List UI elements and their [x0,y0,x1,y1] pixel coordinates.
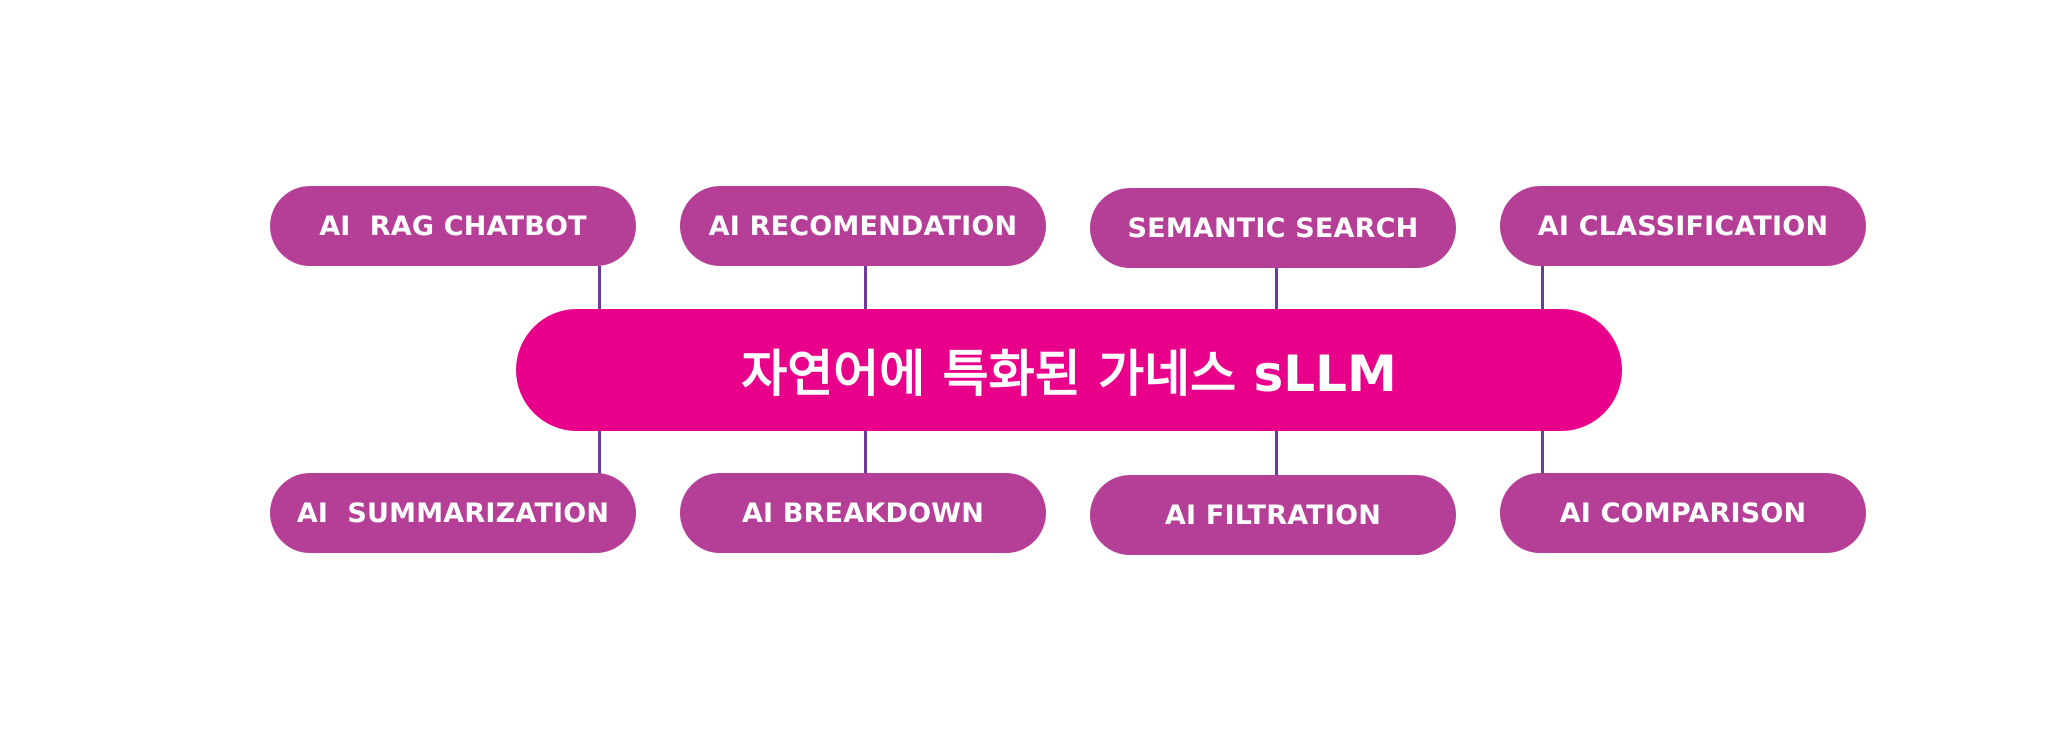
connector-top-1 [598,266,601,312]
connector-top-2 [864,266,867,312]
connector-bottom-1 [598,428,601,474]
connector-top-4 [1541,266,1544,312]
connector-bottom-3 [1275,428,1278,476]
node-ai-summarization: AI SUMMARIZATION [270,473,636,553]
connector-bottom-4 [1541,428,1544,474]
node-semantic-search: SEMANTIC SEARCH [1090,188,1456,268]
connector-bottom-2 [864,428,867,474]
node-ai-filtration: AI FILTRATION [1090,475,1456,555]
node-ai-breakdown: AI BREAKDOWN [680,473,1046,553]
node-ai-rag-chatbot: AI RAG CHATBOT [270,186,636,266]
node-ai-comparison: AI COMPARISON [1500,473,1866,553]
node-ai-recomendation: AI RECOMENDATION [680,186,1046,266]
connector-top-3 [1275,268,1278,312]
node-ai-classification: AI CLASSIFICATION [1500,186,1866,266]
center-node: 자연어에 특화된 가네스 sLLM [516,309,1622,431]
